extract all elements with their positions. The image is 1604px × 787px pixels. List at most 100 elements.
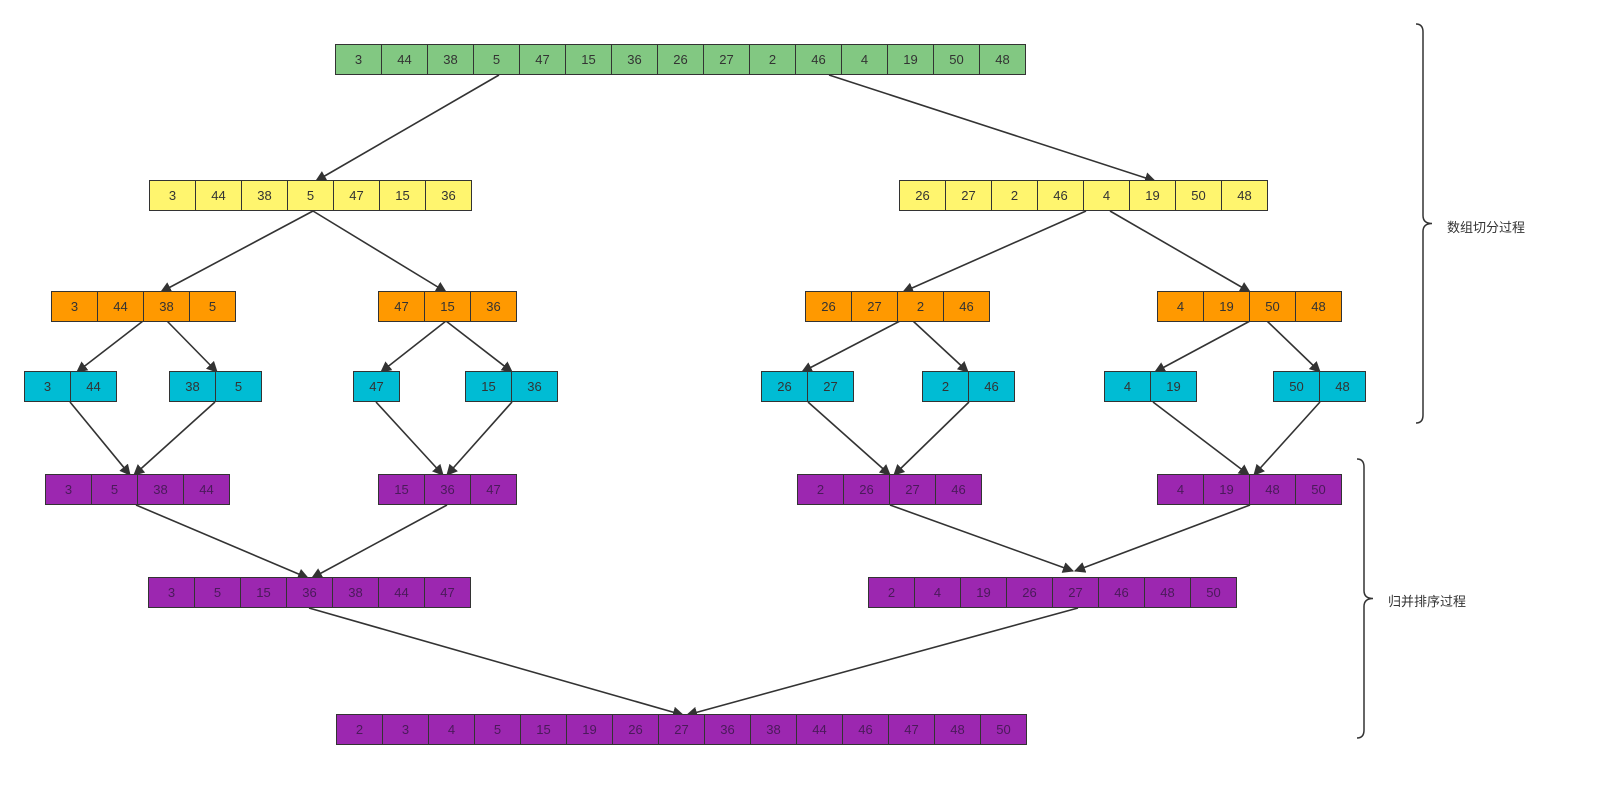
array-cell: 26 [843,474,890,505]
array-cell: 36 [425,180,472,211]
array-cell: 15 [520,714,567,745]
array-cell: 15 [424,291,471,322]
array-cell: 44 [70,371,117,402]
array-cell: 5 [215,371,262,402]
array-cell: 2 [922,371,969,402]
array-cell: 48 [1295,291,1342,322]
array-cell: 27 [703,44,750,75]
array-cell: 46 [935,474,982,505]
array-cell: 26 [805,291,852,322]
array-cell: 44 [378,577,425,608]
array-cell: 36 [424,474,471,505]
array-cell: 2 [868,577,915,608]
array-cell: 47 [470,474,517,505]
array-cell: 50 [1175,180,1222,211]
array-cell: 26 [1006,577,1053,608]
array-cell: 50 [933,44,980,75]
array-cell: 46 [968,371,1015,402]
connector-arrow [901,210,1087,294]
connector-arrow [375,401,444,476]
array-cell: 3 [51,291,98,322]
array-cell: 3 [24,371,71,402]
array-cell: 2 [897,291,944,322]
connector-arrow [1152,401,1250,476]
merge-brace [1356,458,1374,739]
array-cell: 48 [934,714,981,745]
array-cell: 19 [566,714,613,745]
connector-arrow [1154,320,1251,373]
array-cell: 19 [1203,474,1250,505]
connector-arrow [1109,210,1251,293]
array-cell: 44 [195,180,242,211]
array-cell: 3 [148,577,195,608]
array-cell: 4 [1157,291,1204,322]
array-cell: 47 [424,577,471,608]
array-level3-c: 47 [353,371,400,402]
array-cell: 47 [519,44,566,75]
array-cell: 36 [704,714,751,745]
connector-arrow [160,210,314,293]
array-cell: 3 [149,180,196,211]
array-cell: 50 [980,714,1027,745]
connector-arrow [446,401,513,476]
array-cell: 36 [511,371,558,402]
array-cell: 48 [979,44,1026,75]
array-cell: 2 [336,714,383,745]
array-cell: 27 [851,291,898,322]
array-cell: 19 [1203,291,1250,322]
array-cell: 27 [807,371,854,402]
connector-arrow [1266,320,1321,373]
array-cell: 4 [1083,180,1130,211]
connector-arrow [828,74,1157,184]
array-cell: 3 [335,44,382,75]
array-cell: 15 [465,371,512,402]
connector-arrow [133,401,216,476]
array-cell: 4 [1104,371,1151,402]
array-cell: 48 [1319,371,1366,402]
array-cell: 46 [943,291,990,322]
connector-arrow [311,504,448,579]
merge-process-label: 归并排序过程 [1388,595,1467,610]
array-cell: 3 [45,474,92,505]
connector-arrow [166,320,218,373]
connector-arrow [380,320,447,373]
array-cell: 36 [611,44,658,75]
array-cell: 5 [189,291,236,322]
array-cell: 26 [899,180,946,211]
array-cell: 38 [241,180,288,211]
array-cell: 48 [1221,180,1268,211]
array-cell: 44 [183,474,230,505]
array-cell: 2 [797,474,844,505]
array-cell: 3 [382,714,429,745]
array-cell: 48 [1249,474,1296,505]
array-cell: 48 [1144,577,1191,608]
array-cell: 47 [888,714,935,745]
array-cell: 19 [960,577,1007,608]
array-cell: 44 [796,714,843,745]
array-cell: 46 [1037,180,1084,211]
connector-arrow [315,74,500,182]
array-cell: 38 [137,474,184,505]
array-cell: 15 [379,180,426,211]
array-cell: 26 [657,44,704,75]
connector-arrow [445,320,513,373]
connector-arrow [135,504,310,580]
